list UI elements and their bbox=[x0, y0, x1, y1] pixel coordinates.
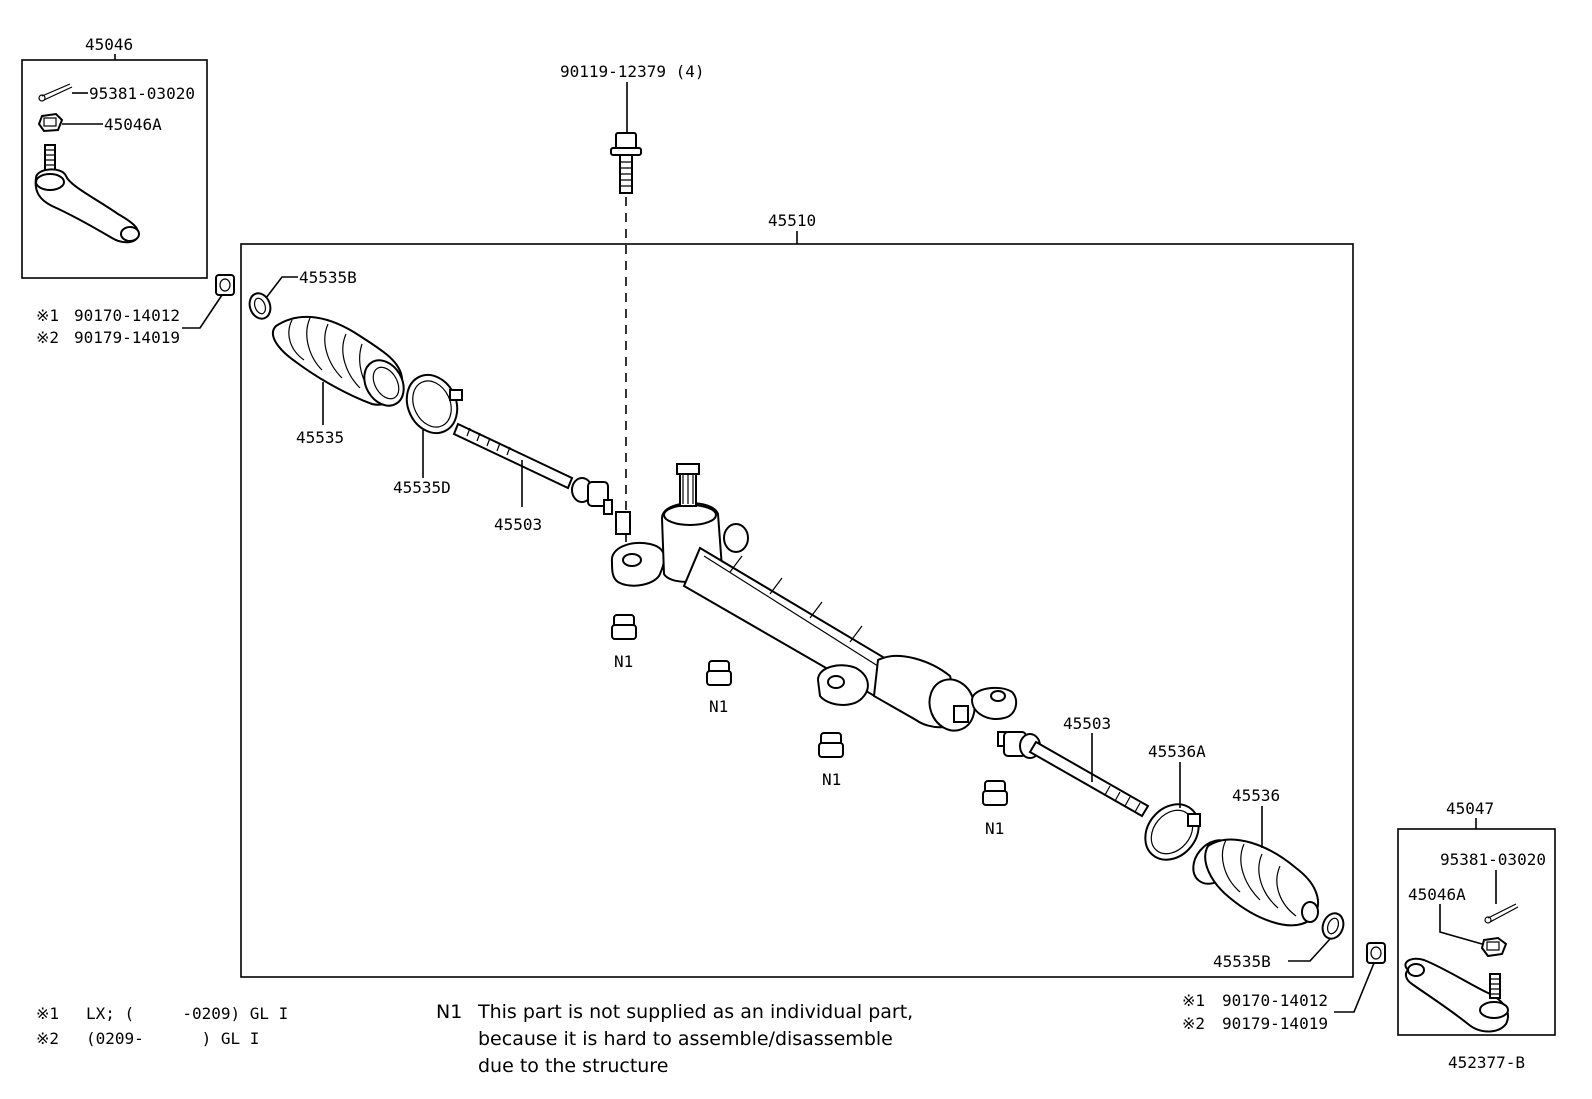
frame-label-45046: 45046 bbox=[85, 35, 133, 54]
boot-clip-icon bbox=[248, 292, 272, 320]
tie-rod-end-icon bbox=[1404, 957, 1509, 1033]
castle-nut-icon bbox=[1480, 936, 1508, 958]
castle-nut-icon bbox=[37, 112, 64, 133]
frame-label-45510: 45510 bbox=[768, 211, 816, 230]
footnote-n1-line2: because it is hard to assemble/disassemb… bbox=[478, 1028, 893, 1050]
footnote-mark-2: ※2 bbox=[36, 1029, 59, 1048]
lock-nut-icon bbox=[1366, 942, 1386, 964]
footnote-mark-1: ※1 bbox=[36, 1004, 59, 1023]
label-n1-a: N1 bbox=[614, 652, 633, 671]
label-boot-right: 45536 bbox=[1232, 786, 1280, 805]
footnote-text-2: (0209- ) GL I bbox=[86, 1029, 259, 1048]
bushing-icon bbox=[818, 732, 844, 758]
footnote-n1-line3: due to the structure bbox=[478, 1055, 668, 1077]
label-boot-clip-left: 45535B bbox=[299, 268, 357, 287]
note-mark-1-right: ※1 bbox=[1182, 991, 1205, 1010]
label-cotter-pin-left: 95381-03020 bbox=[89, 84, 195, 103]
label-nut-right: 45046A bbox=[1408, 885, 1466, 904]
label-nut-option-1-left: 90170-14012 bbox=[74, 306, 180, 325]
label-boot-left: 45535 bbox=[296, 428, 344, 447]
label-n1-c: N1 bbox=[822, 770, 841, 789]
frame-label-45047: 45047 bbox=[1446, 799, 1494, 818]
label-bolt: 90119-12379 (4) bbox=[560, 62, 705, 81]
label-clamp-left: 45535D bbox=[393, 478, 451, 497]
footnote-n1-mark: N1 bbox=[436, 1001, 462, 1023]
label-n1-b: N1 bbox=[709, 697, 728, 716]
label-boot-clip-right: 45535B bbox=[1213, 952, 1271, 971]
label-cotter-pin-right: 95381-03020 bbox=[1440, 850, 1546, 869]
boot-clamp-icon bbox=[405, 373, 463, 435]
inner-tie-rod-icon bbox=[452, 422, 613, 515]
footnote-n1-line1: This part is not supplied as an individu… bbox=[477, 1001, 913, 1023]
label-nut-option-2-right: 90179-14019 bbox=[1222, 1014, 1328, 1033]
cotter-pin-icon bbox=[1484, 903, 1519, 924]
bellows-boot-icon bbox=[1192, 838, 1319, 927]
label-nut-option-2-left: 90179-14019 bbox=[74, 328, 180, 347]
label-clamp-right: 45536A bbox=[1148, 742, 1206, 761]
footnote-text-1: LX; ( -0209) GL I bbox=[86, 1004, 288, 1023]
note-mark-2-right: ※2 bbox=[1182, 1014, 1205, 1033]
note-mark-2-left: ※2 bbox=[36, 328, 59, 347]
bushing-icon bbox=[982, 780, 1008, 806]
note-mark-1-left: ※1 bbox=[36, 306, 59, 325]
bushing-icon bbox=[611, 614, 637, 640]
label-nut-option-1-right: 90170-14012 bbox=[1222, 991, 1328, 1010]
label-inner-rod-right: 45503 bbox=[1063, 714, 1111, 733]
label-inner-rod-left: 45503 bbox=[494, 515, 542, 534]
cotter-pin-icon bbox=[38, 83, 73, 102]
boot-clip-icon bbox=[1321, 912, 1345, 940]
tie-rod-end-icon bbox=[34, 144, 140, 244]
label-n1-d: N1 bbox=[985, 819, 1004, 838]
diagram-id: 452377-B bbox=[1448, 1053, 1525, 1072]
boot-clamp-icon bbox=[1144, 803, 1201, 861]
bellows-boot-icon bbox=[271, 315, 405, 407]
steering-rack-housing-icon bbox=[610, 463, 1018, 732]
label-nut-left: 45046A bbox=[104, 115, 162, 134]
bushing-icon bbox=[706, 660, 732, 686]
flange-bolt-icon bbox=[610, 132, 642, 194]
lock-nut-icon bbox=[215, 274, 235, 296]
inner-tie-rod-icon bbox=[997, 731, 1150, 818]
